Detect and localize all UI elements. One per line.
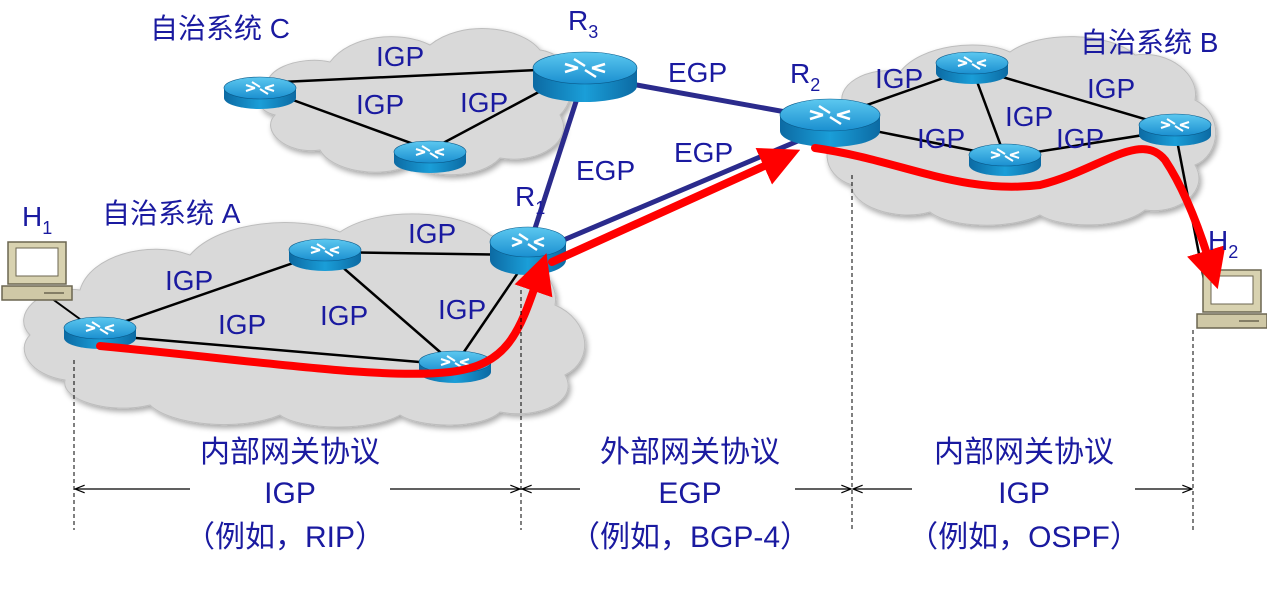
router-b-right — [1138, 113, 1212, 146]
route-segment-as-b — [811, 144, 1226, 290]
router-r2 — [779, 98, 881, 147]
igp-label: IGP — [1087, 73, 1135, 104]
host-h1-computer-icon — [1, 241, 73, 301]
igp-label: IGP — [218, 309, 266, 340]
igp-label: IGP — [356, 89, 404, 120]
as-b-title: 自治系统 B — [1080, 27, 1218, 58]
egp-label: EGP — [668, 57, 727, 88]
section-external: 外部网关协议 EGP （例如，BGP-4） — [570, 436, 810, 554]
egp-label: EGP — [576, 155, 635, 186]
host-h1-label: H1 — [22, 201, 52, 238]
egp-label: EGP — [674, 137, 733, 168]
as-a-title: 自治系统 A — [102, 198, 241, 229]
router-r1 — [489, 226, 567, 275]
section-example: （例如，RIP） — [185, 521, 385, 554]
router-c-bottom — [393, 140, 467, 173]
router-c-left — [223, 76, 297, 109]
section-internal-a: 内部网关协议 IGP （例如，RIP） — [185, 436, 385, 554]
igp-label: IGP — [438, 294, 486, 325]
router-a-top — [288, 238, 362, 271]
igp-label: IGP — [460, 87, 508, 118]
router-b-top — [935, 51, 1009, 84]
igp-label: IGP — [320, 300, 368, 331]
section-title: 内部网关协议 — [200, 436, 380, 469]
route-path — [96, 144, 1226, 378]
router-r3 — [532, 51, 638, 102]
route-segment-egp — [548, 148, 801, 266]
section-title: 内部网关协议 — [934, 436, 1114, 469]
router-r1-label: R1 — [515, 181, 545, 218]
host-h2-label: H2 — [1208, 225, 1238, 262]
cloud-as-c — [260, 28, 573, 176]
router-r3-label: R3 — [568, 5, 598, 42]
igp-label: IGP — [408, 218, 456, 249]
section-internal-b: 内部网关协议 IGP （例如，OSPF） — [908, 436, 1140, 554]
section-protocol: IGP — [264, 477, 316, 510]
igp-label: IGP — [1056, 123, 1104, 154]
route-segment-as-a — [96, 253, 553, 378]
igp-label: IGP — [376, 41, 424, 72]
host-h2-computer-icon — [1196, 269, 1267, 329]
router-a-left — [63, 316, 137, 349]
section-example: （例如，OSPF） — [908, 521, 1140, 554]
router-b-middle — [968, 143, 1042, 176]
section-protocol: EGP — [658, 477, 721, 510]
as-c-title: 自治系统 C — [150, 13, 290, 44]
igp-label: IGP — [1005, 101, 1053, 132]
router-r2-label: R2 — [790, 58, 820, 95]
section-title: 外部网关协议 — [600, 436, 780, 469]
igp-label: IGP — [165, 265, 213, 296]
section-example: （例如，BGP-4） — [570, 521, 810, 554]
section-protocol: IGP — [998, 477, 1050, 510]
igp-label: IGP — [875, 63, 923, 94]
igp-label: IGP — [917, 123, 965, 154]
